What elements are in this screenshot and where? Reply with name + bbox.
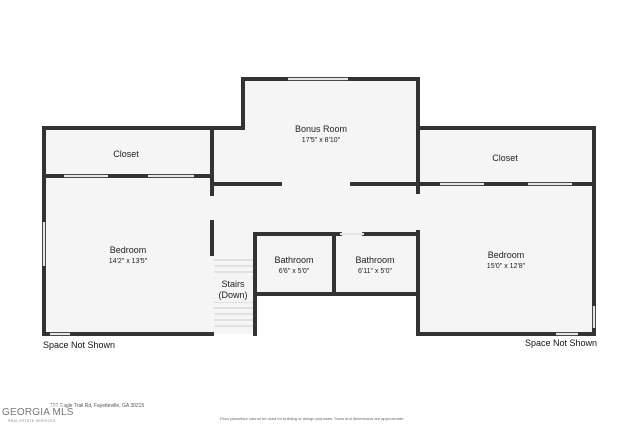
- closet-right-label: Closet: [492, 153, 518, 163]
- closet-left-floor: [44, 128, 212, 176]
- windows: [42, 77, 596, 336]
- space-not-shown-right: Space Not Shown: [525, 338, 597, 348]
- logo-text: GEORGIA MLS: [2, 407, 74, 418]
- wall-right-outer: [416, 126, 596, 336]
- bedroom-left-floor: [44, 176, 212, 334]
- bedroom-left-dims: 14'2" x 13'5": [109, 258, 148, 265]
- bathroom-left-floor: [255, 234, 334, 294]
- bathroom-left-dims: 6'6" x 5'0": [279, 268, 310, 275]
- space-not-shown-left: Space Not Shown: [43, 340, 115, 350]
- property-address: 150 Eagle Trail Rd, Fayetteville, GA 302…: [50, 403, 145, 409]
- closet-right-floor: [418, 128, 594, 184]
- bathroom-right-dims: 6'11" x 5'0": [358, 268, 392, 275]
- bedroom-left-label: Bedroom: [110, 245, 147, 255]
- hall-floor: [212, 128, 418, 234]
- floor-fills: [44, 79, 594, 334]
- bathroom-right-floor: [334, 234, 418, 294]
- disclaimer: Floor plans/tour cannot be used for buil…: [220, 416, 405, 421]
- stairs-label-bg: [215, 276, 252, 302]
- bedroom-right-label: Bedroom: [488, 250, 525, 260]
- closet-left-label: Closet: [113, 149, 139, 159]
- door-gaps: [209, 194, 421, 230]
- bedroom-right-dims: 15'0" x 12'8": [487, 263, 526, 270]
- stairs-direction: (Down): [218, 290, 247, 300]
- bonus-room-dims: 17'5" x 8'10": [302, 137, 341, 144]
- bonus-room-label: Bonus Room: [295, 124, 347, 134]
- logo-subtext: REAL ESTATE SERVICES: [8, 419, 56, 423]
- bathroom-right-label: Bathroom: [355, 255, 394, 265]
- georgia-mls-logo: GEORGIA MLS REAL ESTATE SERVICES: [0, 404, 73, 426]
- stairs-label: Stairs: [221, 279, 245, 289]
- bedroom-right-floor: [418, 184, 594, 334]
- bathroom-left-label: Bathroom: [274, 255, 313, 265]
- wall-bonus-outer: [210, 77, 420, 130]
